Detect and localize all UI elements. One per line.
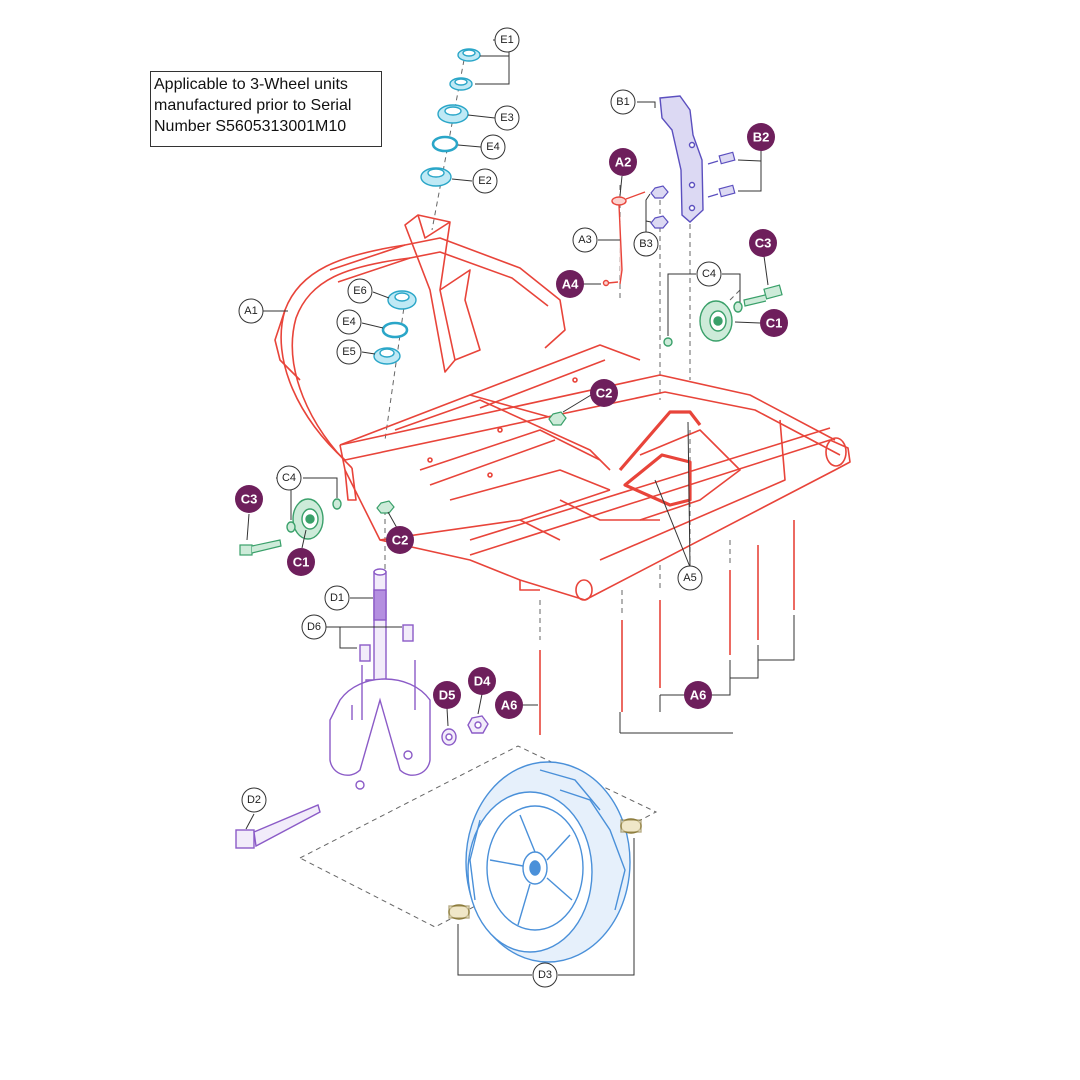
- frame-a1: [274, 214, 851, 601]
- callout-c4-left: C4: [276, 465, 302, 491]
- callout-d3: D3: [532, 962, 558, 988]
- svg-text:A6: A6: [501, 698, 518, 713]
- svg-text:E1: E1: [500, 34, 513, 46]
- svg-text:B2: B2: [753, 130, 770, 145]
- callout-a2: A2: [609, 148, 637, 176]
- note-line-1: Applicable to 3-Wheel units: [154, 76, 348, 93]
- callout-d4: D4: [468, 667, 496, 695]
- svg-text:D6: D6: [307, 621, 321, 633]
- svg-text:C2: C2: [596, 386, 613, 401]
- svg-text:C3: C3: [241, 492, 258, 507]
- leader-lines: [245, 39, 795, 976]
- svg-text:C4: C4: [282, 472, 296, 484]
- callout-a5: A5: [677, 565, 703, 591]
- svg-text:A1: A1: [244, 305, 257, 317]
- svg-text:E4: E4: [342, 316, 355, 328]
- callout-c2-center: C2: [590, 379, 618, 407]
- nuts-b3: [650, 185, 669, 229]
- callout-c1-right: C1: [760, 309, 788, 337]
- bolts-b2: [707, 151, 736, 198]
- svg-text:C4: C4: [702, 268, 716, 280]
- callout-a6-left: A6: [495, 691, 523, 719]
- svg-text:C3: C3: [755, 236, 772, 251]
- bearing-set-top: [420, 48, 481, 187]
- bolts-a6: [539, 520, 795, 735]
- svg-text:B1: B1: [616, 96, 629, 108]
- svg-text:E2: E2: [478, 175, 491, 187]
- pin-a2-a3-a4: [602, 191, 646, 287]
- bumper-a5: [618, 410, 702, 507]
- svg-text:A2: A2: [615, 155, 632, 170]
- callout-c2-left: C2: [386, 526, 414, 554]
- svg-text:D3: D3: [538, 969, 552, 981]
- svg-text:C1: C1: [766, 316, 783, 331]
- callout-c1-left: C1: [287, 548, 315, 576]
- svg-text:D4: D4: [474, 674, 491, 689]
- roller-c1-right: [663, 300, 743, 347]
- svg-text:E5: E5: [342, 346, 355, 358]
- filled-callouts: B2 A2 A4 C3 C1 C2 C3 C1 C2 D4 D5 A6 A6: [235, 123, 788, 719]
- callout-e1: E1: [494, 27, 520, 53]
- wheel-d3: [448, 761, 642, 963]
- callout-a6-right: A6: [684, 681, 712, 709]
- svg-text:C1: C1: [293, 555, 310, 570]
- callout-c4-right: C4: [696, 261, 722, 287]
- svg-text:A3: A3: [578, 234, 591, 246]
- callout-b1: B1: [610, 89, 636, 115]
- bolt-c3-right: [743, 284, 783, 307]
- svg-text:D1: D1: [330, 592, 344, 604]
- svg-text:A6: A6: [690, 688, 707, 703]
- roller-c1-left: [286, 498, 342, 540]
- bearing-set-lower: [373, 290, 417, 365]
- svg-text:E3: E3: [500, 112, 513, 124]
- callout-d6: D6: [301, 614, 327, 640]
- callout-e6: E6: [347, 278, 373, 304]
- callout-d5: D5: [433, 681, 461, 709]
- svg-text:A4: A4: [562, 277, 579, 292]
- svg-text:E6: E6: [353, 285, 366, 297]
- svg-text:A5: A5: [683, 572, 696, 584]
- callout-e4-top: E4: [480, 134, 506, 160]
- svg-text:E4: E4: [486, 141, 499, 153]
- callout-d1: D1: [324, 585, 350, 611]
- nut-c2-left: [376, 500, 395, 514]
- svg-text:B3: B3: [639, 238, 652, 250]
- callout-d2: D2: [241, 787, 267, 813]
- note-line-3: Number S5605313001M10: [154, 118, 347, 135]
- svg-text:D5: D5: [439, 688, 456, 703]
- outline-callouts: E1 E3 E4 E2 B1 B3 A3 C4 A1 E6 E4 E5 A5 C…: [238, 27, 722, 988]
- callout-c3-left: C3: [235, 485, 263, 513]
- note-line-2: manufactured prior to Serial: [154, 97, 352, 114]
- callout-a3: A3: [572, 227, 598, 253]
- nut-c2-center: [548, 411, 567, 426]
- bolt-c3-left: [239, 539, 282, 556]
- callout-a4: A4: [556, 270, 584, 298]
- callout-e5: E5: [336, 339, 362, 365]
- callout-e3: E3: [494, 105, 520, 131]
- callout-a1: A1: [238, 298, 264, 324]
- callout-e2: E2: [472, 168, 498, 194]
- callout-b3: B3: [633, 231, 659, 257]
- svg-text:C2: C2: [392, 533, 409, 548]
- bracket-b1: [659, 95, 704, 223]
- applicability-note: Applicable to 3-Wheel units manufactured…: [150, 71, 382, 147]
- callout-b2: B2: [747, 123, 775, 151]
- callout-e4-lower: E4: [336, 309, 362, 335]
- svg-text:D2: D2: [247, 794, 261, 806]
- fork-assembly: [235, 568, 489, 849]
- callout-c3-right: C3: [749, 229, 777, 257]
